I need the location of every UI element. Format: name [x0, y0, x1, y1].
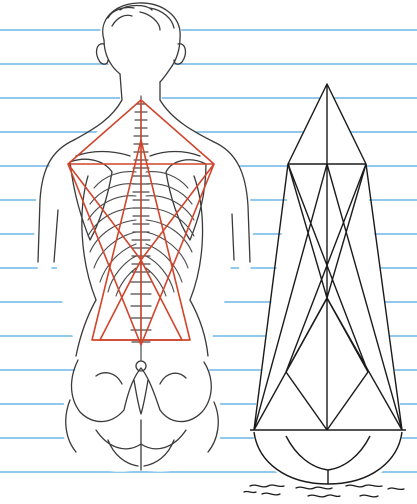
water-waves — [244, 485, 404, 497]
mast-background — [252, 84, 404, 486]
mast-rigging-illustration — [250, 84, 406, 486]
human-back-illustration — [34, 2, 254, 472]
